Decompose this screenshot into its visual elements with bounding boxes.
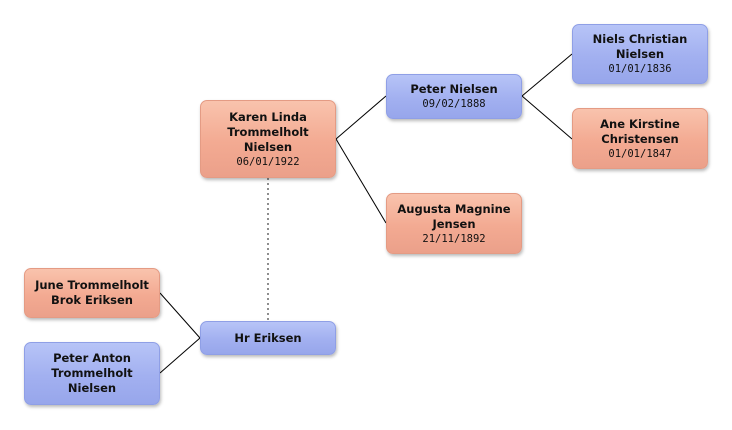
person-name-line: Jensen bbox=[432, 216, 476, 231]
connector-peter-niels bbox=[521, 53, 573, 97]
person-card-karen[interactable]: Karen Linda Trommelholt Nielsen 06/01/19… bbox=[200, 100, 336, 178]
person-card-niels[interactable]: Niels Christian Nielsen 01/01/1836 bbox=[572, 24, 708, 84]
connector-karen-augusta bbox=[335, 138, 387, 224]
person-name-line: Trommelholt bbox=[51, 366, 133, 380]
person-card-augusta[interactable]: Augusta Magnine Jensen 21/11/1892 bbox=[386, 193, 522, 254]
person-name-line: Peter Nielsen bbox=[410, 82, 498, 96]
person-name-line: Nielsen bbox=[615, 47, 665, 61]
person-date: 01/01/1847 bbox=[608, 147, 672, 160]
person-name-line: Ane Kirstine bbox=[600, 116, 680, 131]
person-card-peter-anton[interactable]: Peter Anton Trommelholt Nielsen bbox=[24, 342, 160, 405]
person-name-line: Hr Eriksen bbox=[234, 330, 302, 345]
connector-hr-peter-anton bbox=[159, 337, 201, 374]
person-card-peter-nielsen[interactable]: Peter Nielsen 09/02/1888 bbox=[386, 74, 522, 119]
person-name-line: Trommelholt bbox=[227, 124, 309, 139]
person-card-june[interactable]: June Trommelholt Brok Eriksen bbox=[24, 268, 160, 318]
person-name-line: Niels Christian bbox=[592, 32, 688, 46]
person-name-line: Peter Anton bbox=[53, 351, 131, 365]
connector-karen-peter-nielsen bbox=[335, 95, 387, 140]
connector-peter-ane bbox=[521, 95, 573, 140]
person-name-line: Nielsen bbox=[243, 139, 293, 154]
person-card-ane[interactable]: Ane Kirstine Christensen 01/01/1847 bbox=[572, 108, 708, 169]
person-name-line: June Trommelholt bbox=[35, 278, 149, 292]
person-date: 21/11/1892 bbox=[422, 232, 486, 245]
person-name-line: Karen Linda bbox=[229, 109, 307, 124]
person-card-hr-eriksen[interactable]: Hr Eriksen bbox=[200, 321, 336, 355]
person-name-line: Christensen bbox=[601, 131, 679, 146]
person-date: 01/01/1836 bbox=[608, 63, 672, 75]
person-name-line: Nielsen bbox=[67, 381, 117, 395]
person-name-line: Brok Eriksen bbox=[51, 293, 133, 307]
person-date: 09/02/1888 bbox=[422, 98, 486, 110]
person-name-line: Augusta Magnine bbox=[397, 201, 511, 216]
person-date: 06/01/1922 bbox=[236, 155, 300, 168]
connector-hr-june bbox=[159, 292, 201, 339]
